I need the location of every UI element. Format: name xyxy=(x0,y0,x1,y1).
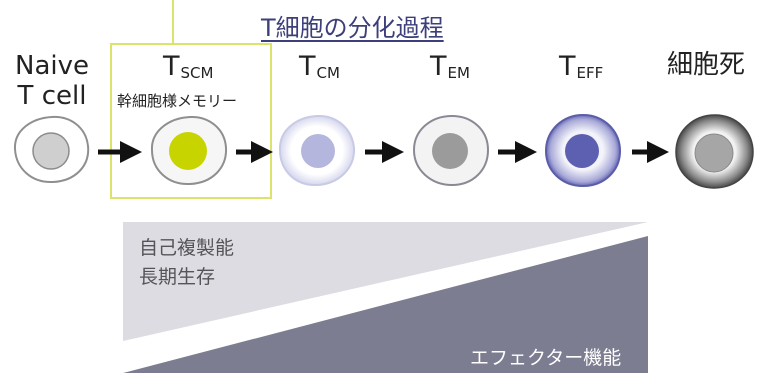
stage-teff-sub: EFF xyxy=(576,64,604,82)
arrow-4 xyxy=(498,141,537,163)
diagram-title: T細胞の分化過程 xyxy=(261,14,444,42)
arrow-2 xyxy=(236,141,273,163)
arrow-1 xyxy=(98,141,142,163)
stage-label-tscm: TSCM xyxy=(163,51,213,82)
self-renewal-triangle xyxy=(123,222,648,341)
cell-teff xyxy=(544,113,622,188)
cell-tscm xyxy=(150,115,228,186)
long-term-survival-label: 長期生存 xyxy=(139,266,216,288)
highlight-connector-line xyxy=(172,0,174,43)
stage-note-tscm: 幹細胞様メモリー xyxy=(117,92,238,110)
arrow-5 xyxy=(632,141,669,163)
cell-tem xyxy=(412,114,490,187)
stage-tscm-main: T xyxy=(163,51,180,82)
stage-tcm-sub: CM xyxy=(316,64,340,82)
cell-death xyxy=(675,114,754,189)
effector-function-label: エフェクター機能 xyxy=(470,347,622,369)
self-renewal-label: 自己複製能 xyxy=(139,237,235,259)
stage-label-naive: Naive T cell xyxy=(15,51,89,111)
stage-label-teff: TEFF xyxy=(559,51,603,82)
stage-label-tcm: TCM xyxy=(299,51,340,82)
stage-tscm-sub: SCM xyxy=(180,64,214,82)
arrow-3 xyxy=(365,141,404,163)
stage-teff-main: T xyxy=(559,51,576,82)
cell-naive xyxy=(13,115,90,184)
effector-function-triangle xyxy=(123,236,648,373)
stage-label-cell-death: 細胞死 xyxy=(667,50,746,80)
stage-tem-sub: EM xyxy=(447,64,470,82)
stage-label-tem: TEM xyxy=(430,51,470,82)
stage-tcm-main: T xyxy=(299,51,316,82)
tscm-highlight-box xyxy=(110,43,272,199)
stage-tem-main: T xyxy=(430,51,447,82)
cell-tcm xyxy=(278,114,356,187)
